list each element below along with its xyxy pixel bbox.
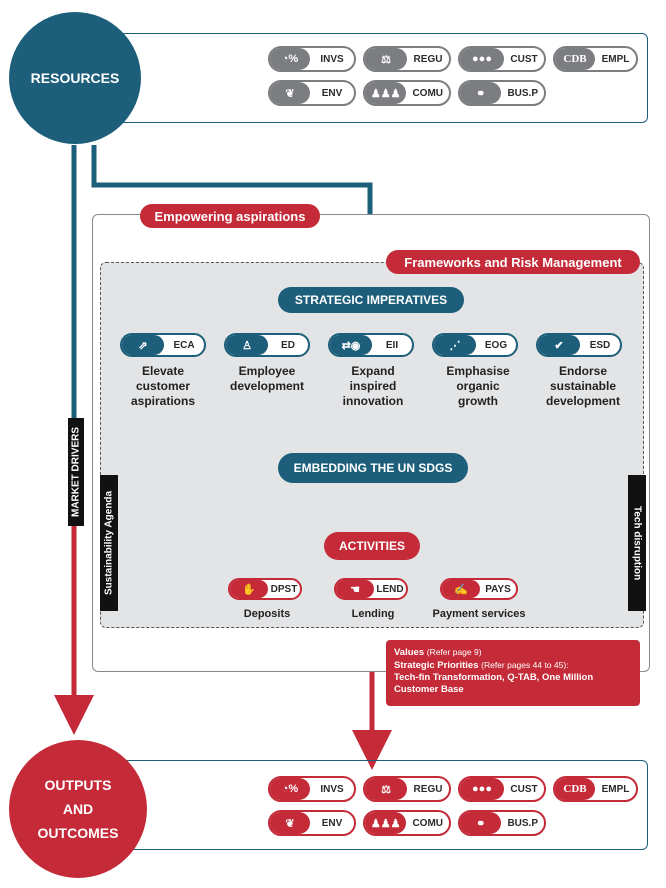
activity-payment-text: Payment services <box>432 608 526 620</box>
framework-inner-box <box>100 262 644 628</box>
activity-pays: ✍PAYS <box>440 578 518 600</box>
imperative-eog: ⋰EOG <box>432 333 518 357</box>
capital-regu: ⚖REGU <box>363 776 451 802</box>
capital-comu: ♟♟♟COMU <box>363 80 451 106</box>
empowering-aspirations-label: Empowering aspirations <box>140 204 320 228</box>
environment-icon: ❦ <box>270 82 310 104</box>
activity-dpst: ✋DPST <box>228 578 302 600</box>
community-icon: ♟♟♟ <box>365 82 407 104</box>
innovation-icon: ⇄◉ <box>330 335 372 355</box>
capital-cust: ●●●CUST <box>458 46 546 72</box>
imperative-esd-text: Endorse sustainable development <box>545 364 620 408</box>
investor-icon: ◔% <box>270 48 310 70</box>
market-drivers-label: MARKET DRIVERS <box>68 418 84 526</box>
resources-title: RESOURCES <box>30 70 120 86</box>
outputs-title-line3: OUTCOMES <box>37 825 119 841</box>
investor-icon: ◔% <box>270 778 310 800</box>
resources-circle: RESOURCES <box>9 12 141 144</box>
imperative-eca-text: Elevate customer aspirations <box>130 364 196 408</box>
customer-growth-icon: ⇗ <box>122 335 164 355</box>
imperative-eii-text: Expand inspired innovation <box>342 364 404 408</box>
capital-cust: ●●●CUST <box>458 776 546 802</box>
community-icon: ♟♟♟ <box>365 812 407 834</box>
priorities-text: Tech-fin Transformation, Q-TAB, One Mill… <box>394 672 594 695</box>
cdb-logo-icon: CDB <box>555 48 595 70</box>
imperative-ed: ♙ED <box>224 333 310 357</box>
customer-icon: ●●● <box>460 48 504 70</box>
activity-lend: ☚LEND <box>334 578 408 600</box>
payment-icon: ✍ <box>442 580 480 598</box>
outputs-title-line2: AND <box>62 801 94 817</box>
activities-title: ACTIVITIES <box>324 532 420 560</box>
priorities-ref: (Refer pages 44 to 45): <box>481 660 569 670</box>
embedding-un-sdgs-title: EMBEDDING THE UN SDGS <box>278 453 468 483</box>
outputs-circle: OUTPUTS AND OUTCOMES <box>9 740 147 878</box>
growth-chart-icon: ⋰ <box>434 335 476 355</box>
outputs-panel <box>110 760 648 850</box>
capital-invs: ◔%INVS <box>268 46 356 72</box>
lending-handshake-icon: ☚ <box>336 580 374 598</box>
values-label: Values <box>394 647 425 658</box>
activity-lending-text: Lending <box>351 608 395 620</box>
frameworks-label: Frameworks and Risk Management <box>386 250 640 274</box>
imperative-eca: ⇗ECA <box>120 333 206 357</box>
imperative-eog-text: Emphasise organic growth <box>446 364 510 408</box>
checkmark-icon: ✔ <box>538 335 580 355</box>
strategic-imperatives-title: STRATEGIC IMPERATIVES <box>278 287 464 313</box>
tech-disruption-label: Tech disruption <box>628 475 646 611</box>
imperative-eii: ⇄◉EII <box>328 333 414 357</box>
capital-regu: ⚖REGU <box>363 46 451 72</box>
customer-icon: ●●● <box>460 778 504 800</box>
cdb-logo-icon: CDB <box>555 778 595 800</box>
priorities-label: Strategic Priorities <box>394 660 479 671</box>
capital-comu: ♟♟♟COMU <box>363 810 451 836</box>
values-priorities-box: Values (Refer page 9) Strategic Prioriti… <box>386 640 640 706</box>
sustainability-agenda-label: Sustainability Agenda <box>100 475 118 611</box>
business-partner-icon: ⚭ <box>460 82 502 104</box>
imperative-ed-text: Employee development <box>229 364 304 393</box>
capital-invs: ◔%INVS <box>268 776 356 802</box>
outputs-title-line1: OUTPUTS <box>44 777 112 793</box>
business-partner-icon: ⚭ <box>460 812 502 834</box>
imperative-esd: ✔ESD <box>536 333 622 357</box>
capital-env: ❦ENV <box>268 80 356 106</box>
regulator-icon: ⚖ <box>365 48 407 70</box>
activity-deposits-text: Deposits <box>243 608 291 620</box>
deposit-hand-icon: ✋ <box>230 580 268 598</box>
regulator-icon: ⚖ <box>365 778 407 800</box>
values-ref: (Refer page 9) <box>426 647 482 657</box>
capital-busp: ⚭BUS.P <box>458 810 546 836</box>
employee-icon: ♙ <box>226 335 268 355</box>
capital-busp: ⚭BUS.P <box>458 80 546 106</box>
environment-icon: ❦ <box>270 812 310 834</box>
capital-env: ❦ENV <box>268 810 356 836</box>
